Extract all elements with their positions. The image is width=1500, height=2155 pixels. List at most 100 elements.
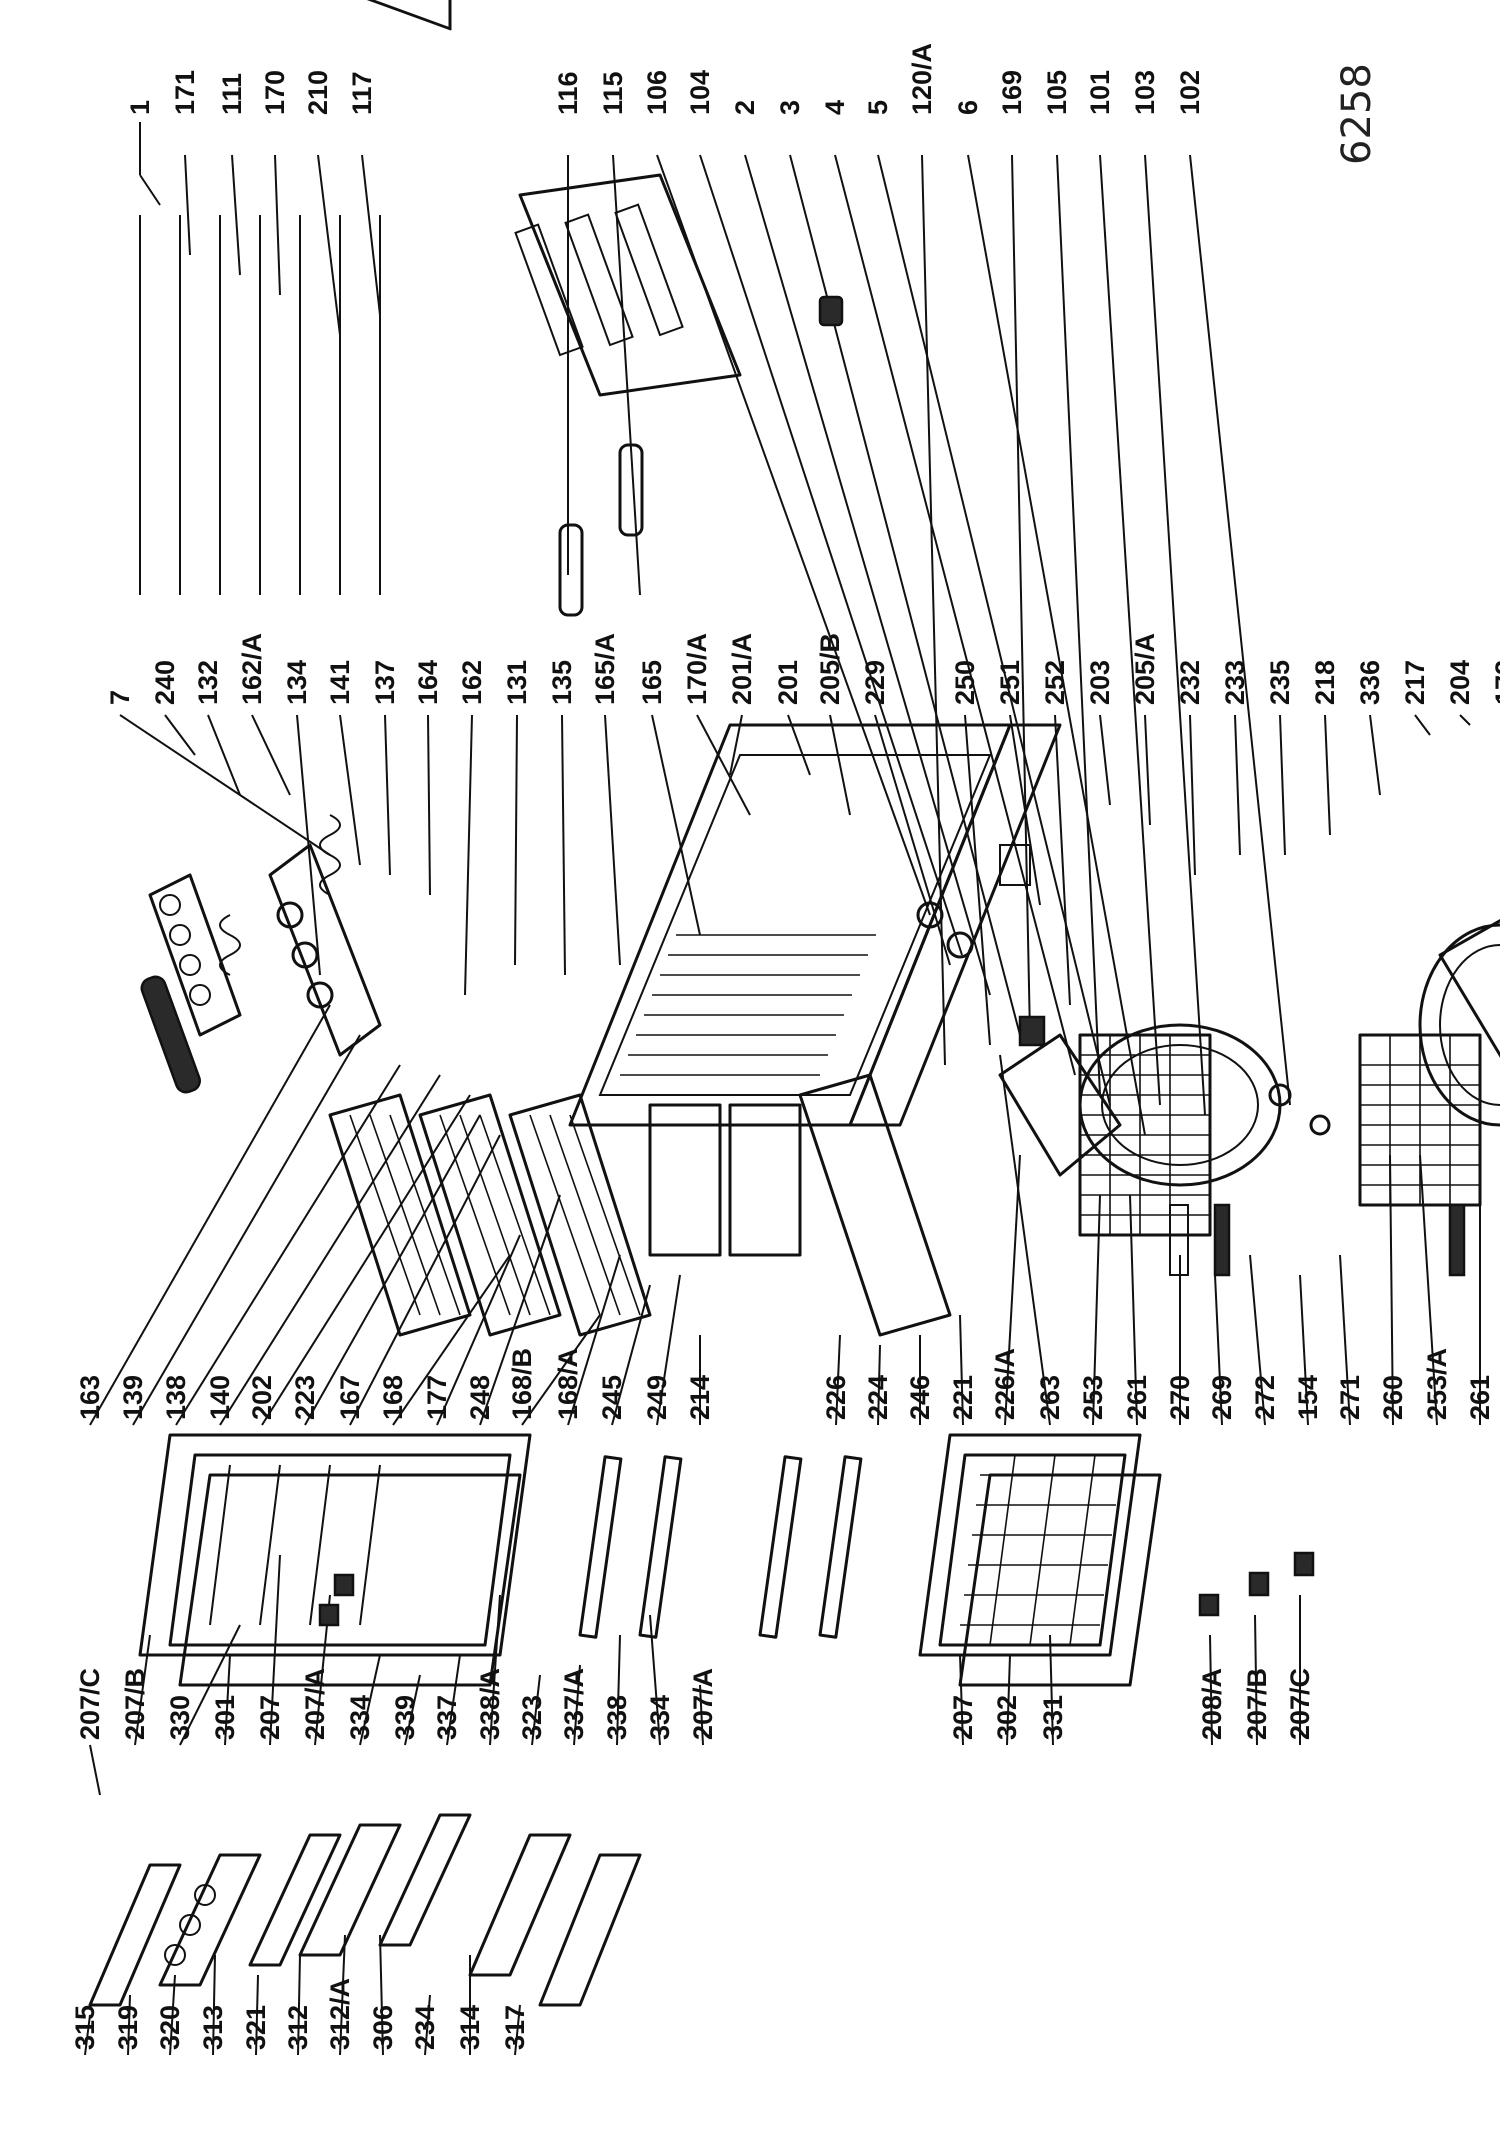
egg-rack [148,873,242,1037]
callout-115: 115 [598,71,628,115]
callout-314: 314 [455,2005,485,2050]
callout-204: 204 [1445,660,1475,705]
thermostat-housing [268,843,382,1057]
callout-207: 207 [948,1695,978,1740]
callout-207-b: 207/B [120,1668,150,1740]
callout-134: 134 [282,660,312,705]
callout-302: 302 [992,1695,1022,1740]
callout-117: 117 [347,71,377,115]
callout-315: 315 [70,2005,100,2050]
callout-269: 269 [1207,1375,1237,1420]
callout-104: 104 [685,70,715,115]
callout-6: 6 [953,100,983,115]
callout-312-a: 312/A [325,1978,355,2050]
shelves-and-drawers [328,1033,1482,1337]
callout-334: 334 [345,1695,375,1740]
callout-4: 4 [820,100,850,115]
callout-168-a: 168/A [553,1348,583,1420]
callout-207-a: 207/A [688,1668,718,1740]
callout-249: 249 [642,1375,672,1420]
callout-138: 138 [161,1375,191,1420]
door-trim-strip [578,1455,863,1639]
callout-226: 226 [821,1375,851,1420]
leader-lines [84,122,1481,2056]
callout-135: 135 [547,660,577,705]
callout-162: 162 [457,660,487,705]
callout-336: 336 [1355,660,1385,705]
callout-201: 201 [773,660,803,705]
callout-102: 102 [1175,70,1205,115]
callout-214: 214 [685,1375,715,1420]
callout-217: 217 [1400,660,1430,705]
callout-338-a: 338/A [475,1668,505,1740]
door-gasket [178,1473,1162,1687]
callout-170-a: 170/A [682,633,712,705]
door-racks [88,1813,642,2007]
callout-240: 240 [150,660,180,705]
callout-229: 229 [860,660,890,705]
callout-253-a: 253/A [1422,1348,1452,1420]
callout-169: 169 [997,70,1027,115]
callout-2: 2 [730,100,760,115]
basket-handle [1169,1203,1466,1277]
callout-334: 334 [645,1695,675,1740]
callout-261: 261 [1465,1375,1495,1420]
callout-339: 339 [390,1695,420,1740]
callout-272: 272 [1250,1375,1280,1420]
callout-103: 103 [1130,70,1160,115]
callout-154: 154 [1293,1375,1323,1420]
callout-132: 132 [193,660,223,705]
callout-207-c: 207/C [75,1668,105,1740]
callout-248: 248 [465,1375,495,1420]
callout-253: 253 [1078,1375,1108,1420]
callout-233: 233 [1220,660,1250,705]
callout-139: 139 [118,1375,148,1420]
callout-137: 137 [370,660,400,705]
crisper-drawer [648,1103,802,1257]
callout-246: 246 [905,1375,935,1420]
callout-131: 131 [502,660,532,705]
callout-203: 203 [1085,660,1115,705]
callout-202: 202 [247,1375,277,1420]
callout-330: 330 [165,1695,195,1740]
doors-group [138,1433,1315,1687]
callout-7: 7 [105,690,135,705]
callout-210: 210 [303,70,333,115]
callout-116: 116 [553,71,583,115]
callout-323: 323 [517,1695,547,1740]
callout-337: 337 [432,1695,462,1740]
callout-321: 321 [241,2005,271,2050]
callout-3: 3 [775,100,805,115]
callout-167: 167 [335,1375,365,1420]
callout-250: 250 [950,660,980,705]
callout-1: 1 [125,100,155,115]
callout-226-a: 226/A [990,1348,1020,1420]
callout-165: 165 [637,660,667,705]
callout-101: 101 [1085,70,1115,115]
callout-306: 306 [368,2005,398,2050]
callout-140: 140 [205,1375,235,1420]
hinge-springs [219,814,341,976]
callout-162-a: 162/A [237,633,267,705]
door-hinge-blocks [318,1551,1315,1627]
evaporator-plate [514,173,742,397]
callout-270: 270 [1165,1375,1195,1420]
freezer-door [918,1433,1142,1657]
callout-232: 232 [1175,660,1205,705]
callout-261: 261 [1122,1375,1152,1420]
callout-168: 168 [378,1375,408,1420]
callout-208-a: 208/A [1197,1668,1227,1740]
callout-5: 5 [863,100,893,115]
condenser-and-compressor-group [128,0,1500,1187]
callout-263: 263 [1035,1375,1065,1420]
callout-224: 224 [863,1375,893,1420]
callout-260: 260 [1378,1375,1408,1420]
callout-320: 320 [155,2005,185,2050]
filter-dryer [558,443,644,617]
callout-319: 319 [113,2005,143,2050]
callout-331: 331 [1038,1695,1068,1740]
callout-168-b: 168/B [507,1348,537,1420]
callout-141: 141 [325,660,355,705]
condenser-coil [128,0,452,595]
